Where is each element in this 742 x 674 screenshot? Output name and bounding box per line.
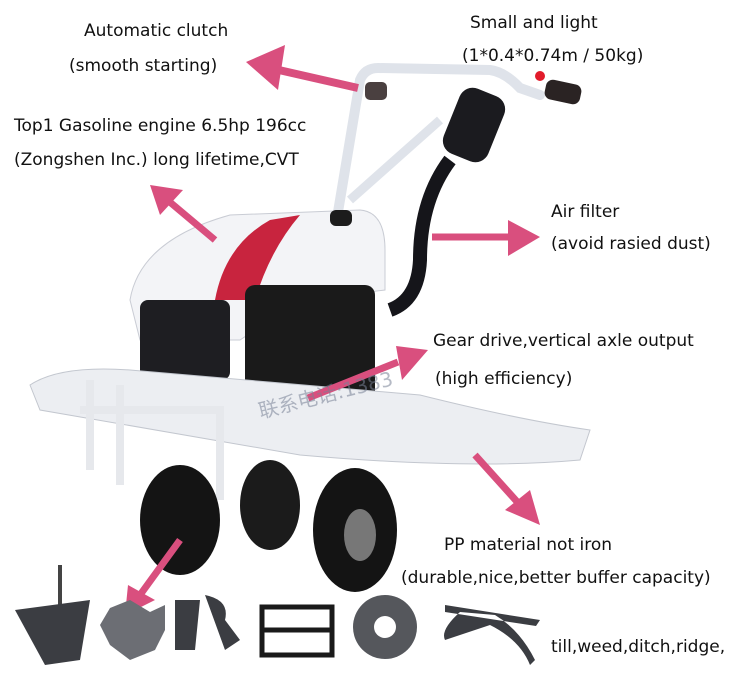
attachment-ditcher-frame <box>259 604 335 658</box>
attachment-spiral-disc <box>353 595 417 659</box>
gear-detail: (high efficiency) <box>435 369 573 389</box>
air-filter-title: Air filter <box>551 202 620 222</box>
attachment-star-disc-blade <box>100 600 165 660</box>
air-filter <box>387 87 506 317</box>
attachments-caption: till,weed,ditch,ridge, <box>551 637 726 657</box>
fender-deck <box>29 368 591 500</box>
attachment-ridger <box>444 605 540 665</box>
engine-title: Top1 Gasoline engine 6.5hp 196cc <box>14 116 307 136</box>
clutch-detail: (smooth starting) <box>69 56 218 76</box>
engine-detail: (Zongshen Inc.) long lifetime,CVT <box>14 150 299 170</box>
material-title: PP material not iron <box>444 535 613 555</box>
clutch-title: Automatic clutch <box>84 21 229 41</box>
air-filter-detail: (avoid rasied dust) <box>551 234 711 254</box>
size-detail: (1*0.4*0.74m / 50kg) <box>462 46 644 66</box>
wheels <box>140 460 397 592</box>
gear-title: Gear drive,vertical axle output <box>433 331 694 351</box>
attachment-furrow-plough <box>15 565 90 665</box>
handlebar <box>325 62 582 265</box>
material-detail: (durable,nice,better buffer capacity) <box>401 568 711 588</box>
callout-arrows <box>125 45 540 615</box>
engine-hood <box>129 209 386 405</box>
size-title: Small and light <box>470 13 598 33</box>
attachment-tiller-tines <box>175 595 240 650</box>
attachments-row <box>15 565 540 665</box>
